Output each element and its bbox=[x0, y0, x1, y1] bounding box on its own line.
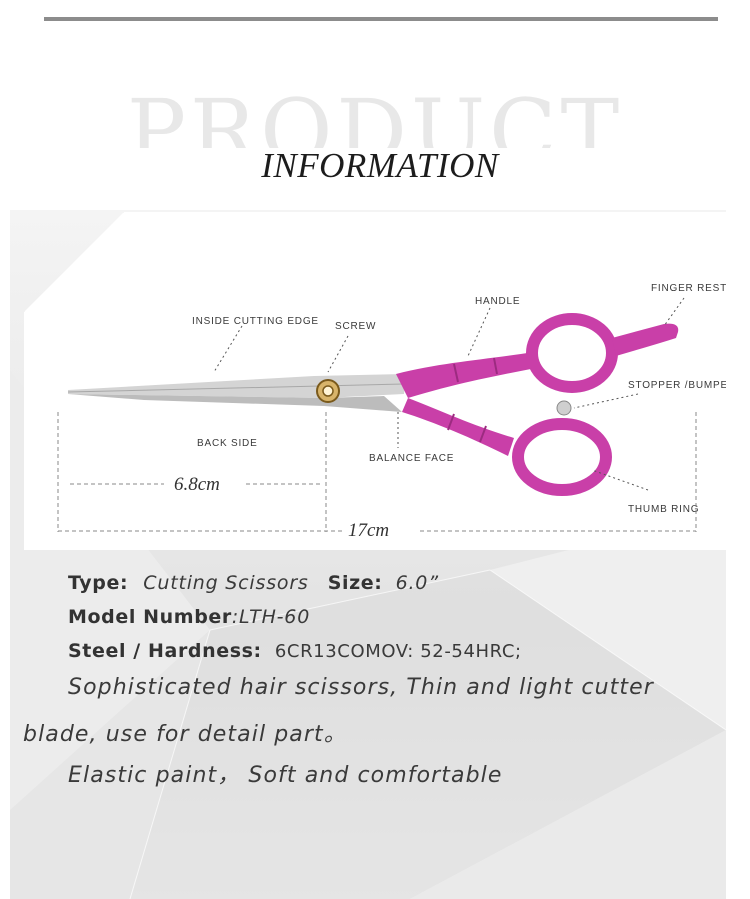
label-balance-face: BALANCE FACE bbox=[369, 453, 454, 464]
spec-type-value: Cutting Scissors bbox=[143, 572, 309, 594]
top-divider bbox=[44, 17, 718, 21]
screw-icon bbox=[316, 379, 340, 403]
spec-model-row: Model Number:LTH-60 bbox=[68, 606, 310, 628]
diagram-card: INSIDE CUTTING EDGE SCREW HANDLE FINGER … bbox=[24, 212, 726, 550]
label-finger-rest: FINGER REST bbox=[651, 283, 726, 294]
spec-model-label: Model Number bbox=[68, 606, 232, 628]
thumb-ring bbox=[512, 418, 612, 496]
handle-shank-lower bbox=[402, 398, 514, 456]
description-line-1: Sophisticated hair scissors, Thin and li… bbox=[68, 675, 654, 700]
spec-steel-label: Steel / Hardness: bbox=[68, 640, 262, 662]
page-title: INFORMATION bbox=[261, 146, 499, 185]
spec-type-row: Type: Cutting Scissors Size: 6.0ˮ bbox=[68, 572, 439, 594]
handle-shank-upper bbox=[396, 352, 536, 398]
label-inside-cutting-edge: INSIDE CUTTING EDGE bbox=[192, 316, 319, 327]
spec-model-value: :LTH-60 bbox=[231, 606, 311, 628]
spec-type-label: Type: bbox=[68, 572, 129, 594]
label-stopper-bumper: STOPPER /BUMPER bbox=[628, 380, 726, 391]
scissors-diagram: INSIDE CUTTING EDGE SCREW HANDLE FINGER … bbox=[57, 283, 726, 541]
product-watermark: PRODUCT bbox=[126, 80, 624, 148]
label-handle: HANDLE bbox=[475, 296, 520, 307]
spec-size-value: 6.0ˮ bbox=[395, 572, 439, 594]
description-line-3: Elastic paint， Soft and comfortable bbox=[68, 763, 503, 788]
dimension-blade-length: 6.8cm bbox=[174, 474, 220, 495]
lower-blade bbox=[68, 394, 402, 412]
geometric-background bbox=[10, 370, 726, 899]
label-back-side: BACK SIDE bbox=[197, 438, 258, 449]
spec-size-label: Size: bbox=[327, 572, 383, 594]
finger-ring bbox=[526, 313, 618, 393]
label-thumb-ring: THUMB RING bbox=[628, 504, 699, 515]
label-screw: SCREW bbox=[335, 321, 376, 332]
dimension-guides bbox=[57, 412, 697, 532]
spec-steel-row: Steel / Hardness: 6CR13COMOV: 52-54HRC; bbox=[68, 640, 522, 662]
upper-blade bbox=[68, 374, 406, 398]
dimension-total-length: 17cm bbox=[348, 520, 389, 541]
spec-steel-value: 6CR13COMOV: 52-54HRC; bbox=[274, 641, 522, 662]
finger-rest bbox=[612, 323, 679, 356]
description-line-2: blade, use for detail part。 bbox=[23, 722, 347, 747]
stopper-bumper bbox=[556, 400, 572, 416]
